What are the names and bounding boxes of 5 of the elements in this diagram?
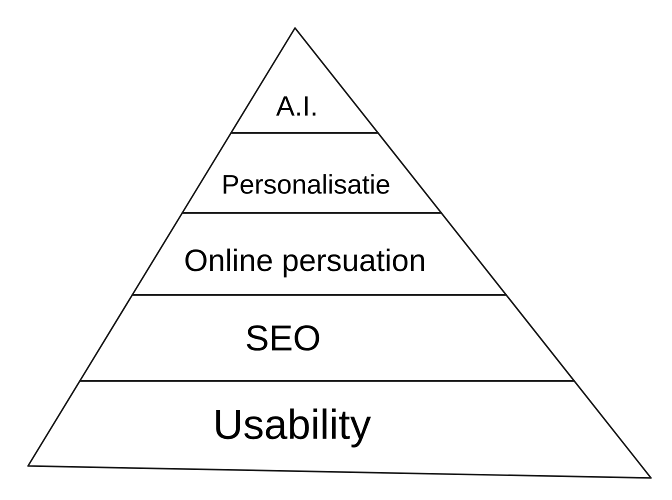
pyramid-layer: Personalisatie (181, 132, 442, 214)
pyramid-layer: SEO (79, 294, 576, 382)
pyramid-layer: A.I. (230, 27, 379, 134)
pyramid-layer: Usability (27, 380, 652, 479)
pyramid-layer: Online persuation (131, 212, 508, 296)
